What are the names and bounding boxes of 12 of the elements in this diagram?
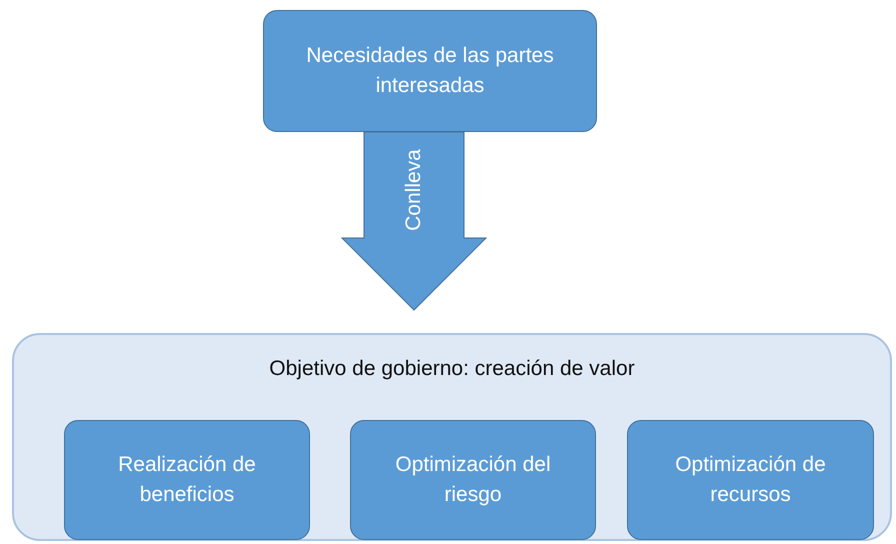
- process-box: [64, 420, 310, 540]
- box-label: Realización de beneficios: [117, 452, 257, 508]
- process-box: [263, 10, 597, 132]
- edge-label: Conlleva: [403, 149, 425, 231]
- block-arrow: [340, 132, 488, 311]
- box-label: Optimización del riesgo: [394, 452, 552, 508]
- process-box: [627, 420, 874, 540]
- group-heading: Objetivo de gobierno: creación de valor: [268, 356, 636, 382]
- box-label: Necesidades de las partes interesadas: [305, 43, 555, 99]
- process-box: [350, 420, 596, 540]
- box-label: Optimización de recursos: [674, 452, 827, 508]
- group-panel: [12, 333, 892, 541]
